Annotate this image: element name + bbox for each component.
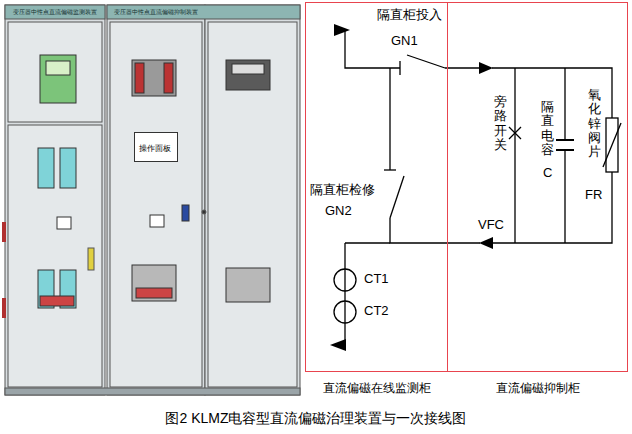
cabinet-header [107, 5, 300, 19]
ct-unit [226, 268, 270, 302]
arrester-unit [226, 60, 270, 90]
wire [344, 243, 345, 345]
arrowhead [330, 339, 346, 351]
arrowhead [479, 237, 493, 249]
cabinet-door [110, 22, 202, 387]
wire [389, 68, 390, 170]
side-handle [2, 298, 6, 318]
ct-symbol [334, 301, 356, 323]
wire [445, 67, 480, 68]
wire [492, 172, 612, 243]
display-screen [46, 61, 70, 75]
arrowhead [479, 62, 493, 74]
component-tag: VFC [478, 218, 504, 233]
door-latch [202, 210, 206, 214]
wire [514, 68, 515, 243]
breaker-unit [132, 60, 176, 96]
side-handle [2, 222, 6, 242]
cabinet-door [8, 125, 102, 387]
region-title: 直流偏磁在线监测柜 [306, 381, 447, 395]
breaker-symbol [509, 127, 521, 139]
terminal-strip [40, 296, 74, 306]
switch-contact [384, 169, 396, 170]
switch-tag: GN2 [325, 204, 352, 219]
switch-label: 隔直柜投入 [377, 8, 442, 23]
breaker-pole [164, 63, 173, 93]
switch-knob [182, 205, 189, 221]
door-handle [88, 248, 94, 270]
component-label: 旁路开关 [494, 95, 507, 152]
region-title: 直流偏磁抑制柜 [448, 381, 627, 395]
switch-tag: GN1 [391, 34, 418, 49]
cabinet-door [208, 22, 297, 387]
capacitor-plate [556, 139, 574, 141]
switch-contact [399, 61, 400, 75]
capacitor-plate [556, 149, 574, 151]
display-unit [40, 55, 76, 103]
cabinet-illustration [2, 5, 300, 395]
figure-caption: 图2 KLMZ电容型直流偏磁治理装置与一次接线图 [0, 410, 632, 426]
wire [345, 242, 390, 243]
cabinet-header [5, 5, 105, 19]
wiring [334, 30, 621, 345]
ct-tag: CT2 [364, 304, 389, 319]
window [150, 215, 164, 227]
cabinet-body [205, 5, 300, 395]
window [57, 217, 71, 229]
ct-tag: CT1 [364, 272, 389, 287]
component-tag: C [543, 166, 552, 181]
arrester-plate [232, 64, 264, 74]
switch-label: 隔直柜检修 [310, 183, 375, 198]
cabinet-title: 变压器中性点直流偏磁抑制装置 [107, 8, 205, 16]
switch-blade [390, 176, 404, 218]
sensor-unit [38, 148, 54, 188]
component-label: 氧化锌阀片 [588, 88, 601, 159]
wire [390, 218, 480, 243]
cabinet-title: 变压器中性点直流偏磁监测装置 [5, 8, 105, 16]
terminal-strip [136, 288, 172, 298]
panel-box: 操作面板 [134, 132, 178, 162]
cabinet-body [5, 5, 105, 395]
capacitor-unit [132, 265, 176, 301]
arrowhead [334, 24, 350, 36]
varistor-slash [603, 123, 621, 167]
region-box: 直流偏磁抑制柜 [448, 2, 628, 372]
sensor-unit [60, 148, 76, 188]
cabinet-body [107, 5, 205, 395]
ct-symbol [334, 269, 356, 291]
cabinet-door [8, 22, 102, 122]
breaker-pole [135, 63, 144, 93]
cabinet-plinth [5, 388, 300, 395]
wire [564, 68, 565, 243]
component-tag: FR [585, 188, 602, 203]
component-label: 隔直电容 [541, 100, 554, 157]
panel-text: 操作面板 [139, 144, 171, 154]
switch-blade [407, 55, 445, 68]
